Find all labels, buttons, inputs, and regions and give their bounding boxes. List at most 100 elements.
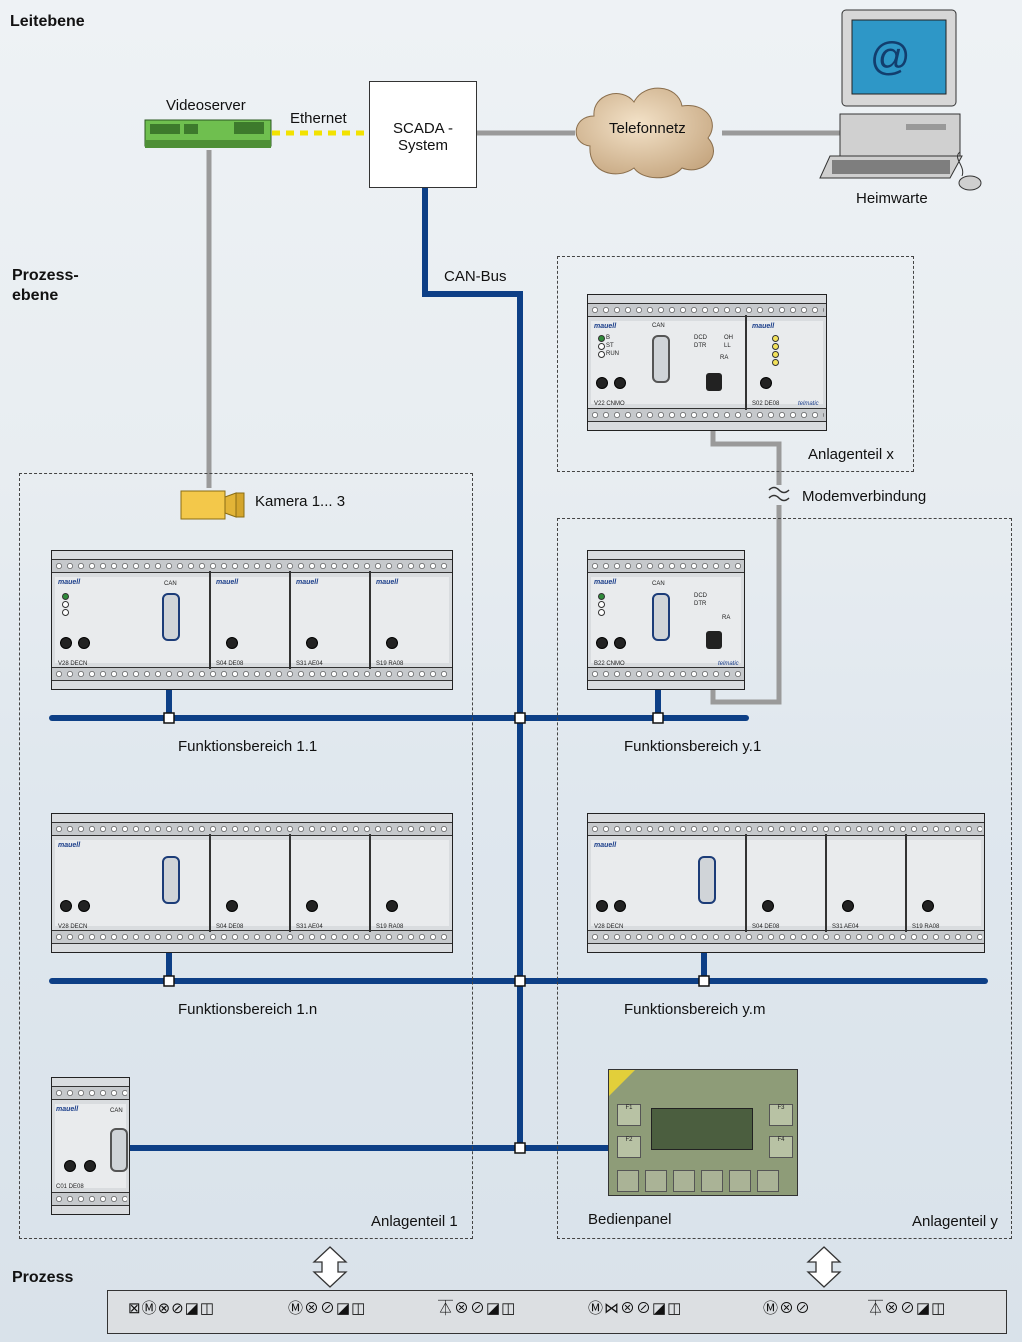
led-b — [62, 593, 69, 600]
led-b — [598, 335, 605, 342]
module-c01: mauell CAN C01 DE08 — [51, 1077, 130, 1215]
level-prozessebene-line2: ebene — [12, 287, 59, 304]
anlagenteil-x-boundary — [557, 256, 914, 472]
module-type-label: S04 DE08 — [216, 924, 244, 930]
rotary-switch — [226, 900, 238, 912]
led — [772, 359, 779, 366]
process-arrow-left — [312, 1246, 348, 1288]
scada-line1: SCADA - — [392, 120, 453, 137]
led-run-label: RUN — [606, 351, 619, 357]
heimwarte-label: Heimwarte — [856, 190, 928, 207]
dcd-label: DCD — [694, 593, 707, 599]
rotary-switch — [84, 1160, 96, 1172]
led — [772, 351, 779, 358]
rotary-switch — [306, 637, 318, 649]
led-run — [598, 351, 605, 358]
can-bus-label: CAN-Bus — [444, 268, 507, 285]
ra-label: RA — [720, 355, 729, 361]
process-symbol-group: ⏄⊗⊘◪◫ — [438, 1300, 517, 1317]
module-type-label: S31 AE04 — [832, 924, 859, 930]
module-type-label: S31 AE04 — [296, 661, 323, 667]
process-symbol-group: Ⓜ⊗⊘◪◫ — [288, 1300, 367, 1317]
kamera-label: Kamera 1... 3 — [255, 493, 346, 510]
can-label: CAN — [110, 1108, 123, 1114]
at-symbol-icon: @ — [870, 35, 911, 79]
led-st-label: ST — [606, 343, 614, 349]
rotary-switch — [762, 900, 774, 912]
anlagenteil-1-boundary — [19, 473, 473, 1239]
panel-key — [729, 1170, 751, 1192]
can-port — [110, 1128, 128, 1172]
dtr-label: DTR — [694, 343, 707, 349]
led-b — [598, 593, 605, 600]
node — [652, 712, 664, 724]
module-type-label: V28 DECN — [58, 661, 88, 667]
led — [772, 335, 779, 342]
panel-key-f2: F2 — [617, 1136, 641, 1158]
maker-label: telmatic — [718, 661, 739, 667]
fb-y-1-label: Funktionsbereich y.1 — [624, 738, 762, 755]
process-symbol-group: ⏄⊗⊘◪◫ — [868, 1300, 947, 1317]
can-port — [162, 593, 180, 641]
brand-logo: mauell — [296, 579, 319, 586]
brand-logo: mauell — [58, 579, 81, 586]
rotary-switch — [78, 637, 90, 649]
heimwarte-computer — [819, 9, 982, 191]
module-type-label: S04 DE08 — [752, 924, 780, 930]
module-rack-fb-1-n: mauell V28 DECN S04 DE08 S31 AE04 S19 RA… — [51, 813, 453, 953]
can-port — [162, 856, 180, 904]
led-st — [598, 601, 605, 608]
process-arrow-right — [806, 1246, 842, 1288]
rotary-switch — [78, 900, 90, 912]
videoserver-device — [144, 119, 272, 148]
node — [163, 712, 175, 724]
panel-key-f4: F4 — [769, 1136, 793, 1158]
panel-key — [673, 1170, 695, 1192]
rotary-switch — [596, 377, 608, 389]
fb-1-n-label: Funktionsbereich 1.n — [178, 1001, 318, 1018]
panel-key — [757, 1170, 779, 1192]
led-run — [62, 609, 69, 616]
fb-y-m-label: Funktionsbereich y.m — [624, 1001, 766, 1018]
can-label: CAN — [164, 581, 177, 587]
process-bar: ⊠Ⓜ⊗⊘◪◫ Ⓜ⊗⊘◪◫ ⏄⊗⊘◪◫ Ⓜ⋈⊗⊘◪◫ Ⓜ⊗⊘ ⏄⊗⊘◪◫ — [107, 1290, 1007, 1334]
module-type-label: S19 RA08 — [912, 924, 940, 930]
brand-logo: mauell — [594, 579, 617, 586]
panel-key — [617, 1170, 639, 1192]
rotary-switch — [306, 900, 318, 912]
module-rack-anlagenteil-x: mauell B ST RUN CAN DCD DTR OH LL RA V22… — [587, 294, 827, 431]
led-st — [62, 601, 69, 608]
module-type-label: C01 DE08 — [56, 1184, 84, 1190]
led — [772, 343, 779, 350]
modemverbindung-label: Modemverbindung — [802, 488, 927, 505]
can-label: CAN — [652, 581, 665, 587]
level-leitebene: Leitebene — [10, 13, 85, 30]
rotary-switch — [596, 637, 608, 649]
ll-label: LL — [724, 343, 731, 349]
rotary-switch — [64, 1160, 76, 1172]
brand-logo: mauell — [376, 579, 399, 586]
rotary-switch — [614, 377, 626, 389]
module-rack-fb-1-1: mauell CAN V28 DECN mauell S04 DE08 maue… — [51, 550, 453, 690]
brand-logo: mauell — [752, 323, 775, 330]
module-type-label: S19 RA08 — [376, 924, 404, 930]
brand-logo: mauell — [58, 842, 81, 849]
rotary-switch — [596, 900, 608, 912]
module-type-label: S19 RA08 — [376, 661, 404, 667]
camera-device — [180, 490, 245, 520]
level-prozessebene-line1: Prozess- — [12, 267, 79, 284]
rotary-switch — [614, 637, 626, 649]
process-symbol-group: ⊠Ⓜ⊗⊘◪◫ — [128, 1300, 216, 1317]
module-type-label: S02 DE08 — [752, 401, 780, 407]
led-run — [598, 609, 605, 616]
module-type-label: V22 CNMO — [594, 401, 625, 407]
modem-jack — [706, 373, 722, 391]
scada-system-box: SCADA - System — [369, 81, 477, 188]
rotary-switch — [614, 900, 626, 912]
can-port — [698, 856, 716, 904]
led-b-label: B — [606, 335, 611, 341]
process-symbol-group: Ⓜ⊗⊘ — [763, 1300, 812, 1317]
can-port — [652, 335, 670, 383]
bedienpanel-label: Bedienpanel — [588, 1211, 672, 1228]
rotary-switch — [922, 900, 934, 912]
